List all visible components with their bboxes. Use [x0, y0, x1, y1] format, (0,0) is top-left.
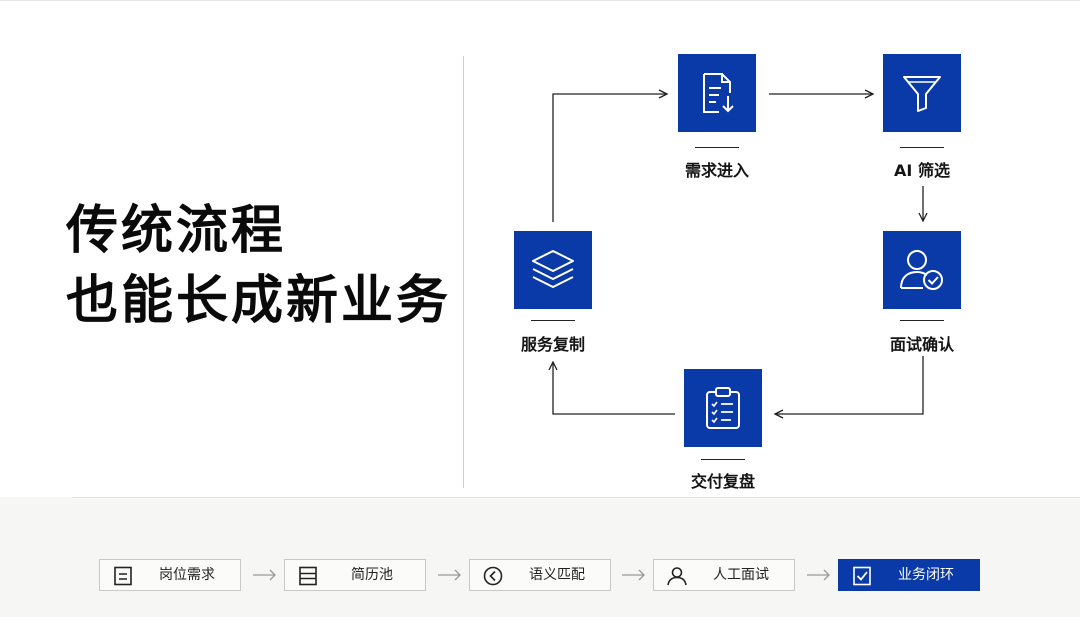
pipeline-step-resume-pool: 简历池: [284, 559, 426, 591]
screen-label: AI 筛选: [894, 161, 950, 180]
interview-box: [883, 231, 961, 309]
doc-lines-icon: [114, 566, 132, 586]
step-arrow-icon: [438, 569, 461, 581]
pipeline-step-label: 岗位需求: [159, 567, 215, 583]
interview-label: 面试确认: [889, 335, 954, 354]
delivery-rule: [701, 459, 745, 460]
pipeline-step-manual-interview: 人工面试: [653, 559, 795, 591]
arrow-delivery-to-replicate: [553, 362, 675, 415]
arrow-interview-to-delivery: [775, 356, 924, 414]
screen-box: [883, 54, 961, 132]
pipeline-step-label: 业务闭环: [898, 567, 954, 583]
band-divider: [72, 497, 1080, 498]
intake-box: [678, 54, 756, 132]
pipeline-step-label: 语义匹配: [529, 567, 585, 583]
user-check-icon: [900, 250, 943, 290]
funnel-icon: [903, 76, 941, 112]
checkbox-icon: [853, 566, 871, 586]
step-arrow-icon: [253, 569, 276, 581]
pipeline-band: [0, 497, 1080, 617]
pipeline-step-label: 简历池: [351, 567, 393, 583]
stack-icon: [299, 566, 317, 586]
pipeline-step-business-loop: 业务闭环: [838, 559, 980, 591]
intake-rule: [695, 147, 739, 148]
layers-icon: [532, 250, 574, 288]
pipeline-step-semantic-match: 语义匹配: [469, 559, 611, 591]
replicate-rule: [531, 320, 575, 321]
document-download-icon: [703, 73, 734, 113]
headline-line-2: 也能长成新业务: [66, 271, 452, 331]
interview-rule: [900, 320, 944, 321]
clipboard-checklist-icon: [706, 387, 740, 429]
delivery-box: [684, 369, 762, 447]
replicate-label: 服务复制: [520, 335, 585, 354]
vertical-divider: [463, 56, 464, 488]
replicate-box: [514, 231, 592, 309]
headline-line-1: 传统流程: [66, 201, 287, 261]
person-icon: [667, 567, 687, 586]
screen-rule: [900, 147, 944, 148]
chevron-circle-icon: [483, 566, 503, 586]
headline: 传统流程 也能长成新业务: [66, 196, 451, 336]
intake-label: 需求进入: [684, 161, 749, 180]
step-arrow-icon: [807, 569, 830, 581]
pipeline-step-label: 人工面试: [713, 567, 769, 583]
delivery-label: 交付复盘: [690, 472, 755, 491]
step-arrow-icon: [622, 569, 645, 581]
pipeline-step-requirements: 岗位需求: [99, 559, 241, 591]
arrow-replicate-to-intake: [552, 94, 667, 222]
